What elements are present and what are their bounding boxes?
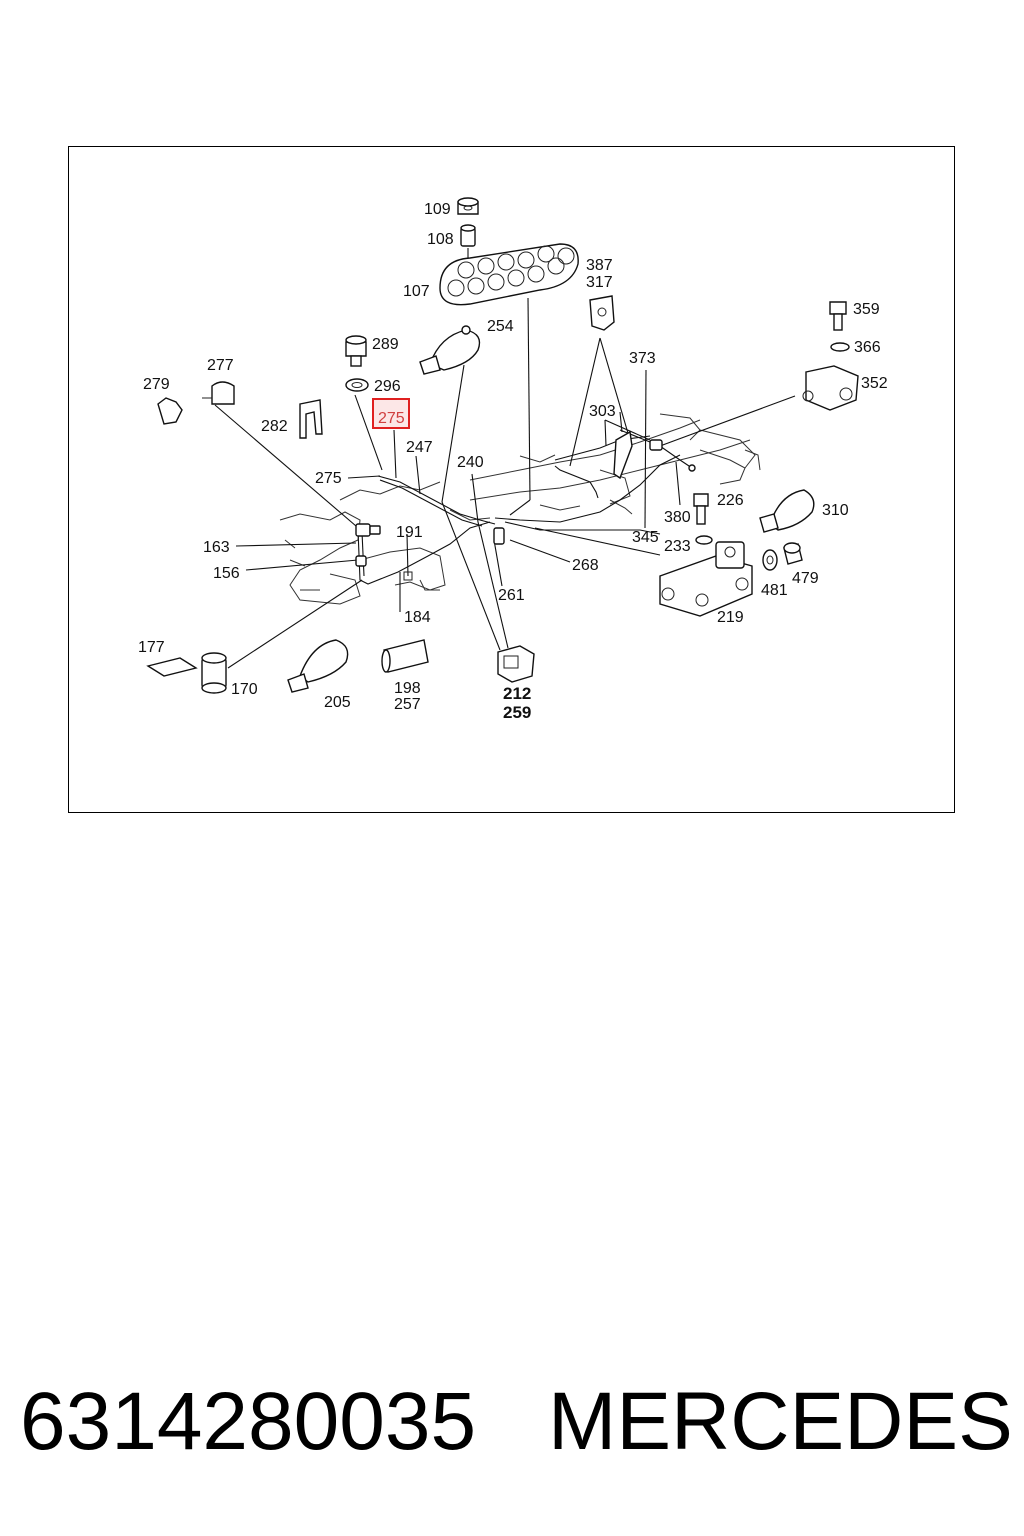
label-277: 277 — [207, 357, 234, 374]
label-268: 268 — [572, 557, 599, 574]
label-373: 373 — [629, 350, 656, 367]
part-277-clip — [202, 381, 235, 405]
label-359: 359 — [853, 301, 880, 318]
label-247: 247 — [406, 439, 433, 456]
part-345-fitting — [613, 430, 663, 480]
brand-name: MERCEDES — [548, 1376, 1013, 1467]
part-212-bracket — [497, 645, 535, 683]
part-296-seal-ring — [345, 378, 369, 392]
part-279-clip — [157, 397, 183, 425]
part-254-pipe-clamp — [419, 325, 481, 375]
label-219: 219 — [717, 609, 744, 626]
label-109: 109 — [424, 201, 451, 218]
label-279: 279 — [143, 376, 170, 393]
label-108: 108 — [427, 231, 454, 248]
part-282-bracket — [299, 399, 323, 439]
label-163: 163 — [203, 539, 230, 556]
label-387: 387 — [586, 257, 613, 274]
label-261: 261 — [498, 587, 525, 604]
label-233: 233 — [664, 538, 691, 555]
label-205: 205 — [324, 694, 351, 711]
label-226: 226 — [717, 492, 744, 509]
part-481-washer — [762, 549, 778, 571]
part-352-distributor-block — [802, 365, 859, 411]
label-282: 282 — [261, 418, 288, 435]
label-156: 156 — [213, 565, 240, 582]
part-108-sleeve — [460, 224, 476, 247]
part-156-fitting — [355, 555, 367, 567]
label-170: 170 — [231, 681, 258, 698]
label-366: 366 — [854, 339, 881, 356]
label-254: 254 — [487, 318, 514, 335]
part-number: 6314280035 — [20, 1376, 477, 1467]
label-275-highlighted: 275 — [378, 410, 405, 427]
part-219-brake-distributor — [659, 541, 753, 617]
part-177-shim — [146, 657, 198, 677]
label-198: 198 — [394, 680, 421, 697]
label-481: 481 — [761, 582, 788, 599]
label-107: 107 — [403, 283, 430, 300]
part-380-fitting — [688, 464, 696, 472]
part-226-bolt — [693, 493, 709, 525]
label-257: 257 — [394, 696, 421, 713]
label-296: 296 — [374, 378, 401, 395]
label-289: 289 — [372, 336, 399, 353]
part-310-pipe-clamp — [759, 489, 815, 533]
part-479-plug — [783, 542, 803, 565]
part-109-nut — [457, 197, 479, 215]
label-317: 317 — [586, 274, 613, 291]
label-479: 479 — [792, 570, 819, 587]
label-191: 191 — [396, 524, 423, 541]
label-212: 212 — [503, 684, 531, 703]
part-170-union-nut — [201, 652, 227, 694]
highlight-box — [372, 398, 410, 429]
leader-lines — [214, 248, 796, 669]
part-205-pipe-clamp — [287, 639, 349, 693]
part-359-bolt — [829, 301, 847, 331]
label-259: 259 — [503, 703, 531, 722]
label-352: 352 — [861, 375, 888, 392]
part-261-fitting — [493, 527, 505, 545]
label-345: 345 — [632, 529, 659, 546]
label-303: 303 — [589, 403, 616, 420]
label-310: 310 — [822, 502, 849, 519]
part-317-bracket — [589, 295, 615, 331]
part-163-fitting — [355, 523, 381, 537]
part-233-washer — [695, 535, 713, 545]
part-107-rubber-mount — [439, 243, 579, 306]
label-380: 380 — [664, 509, 691, 526]
part-184-bracket — [403, 571, 413, 581]
label-275: 275 — [315, 470, 342, 487]
part-289-banjo-bolt — [345, 335, 367, 367]
label-184: 184 — [404, 609, 431, 626]
label-177: 177 — [138, 639, 165, 656]
callout-labels: 109 108 107 387 317 254 359 289 366 373 … — [138, 201, 888, 722]
footer-caption: 6314280035 MERCEDES — [20, 1372, 1013, 1472]
part-198-bush — [381, 639, 429, 673]
part-366-spring-washer — [830, 342, 850, 352]
label-240: 240 — [457, 454, 484, 471]
